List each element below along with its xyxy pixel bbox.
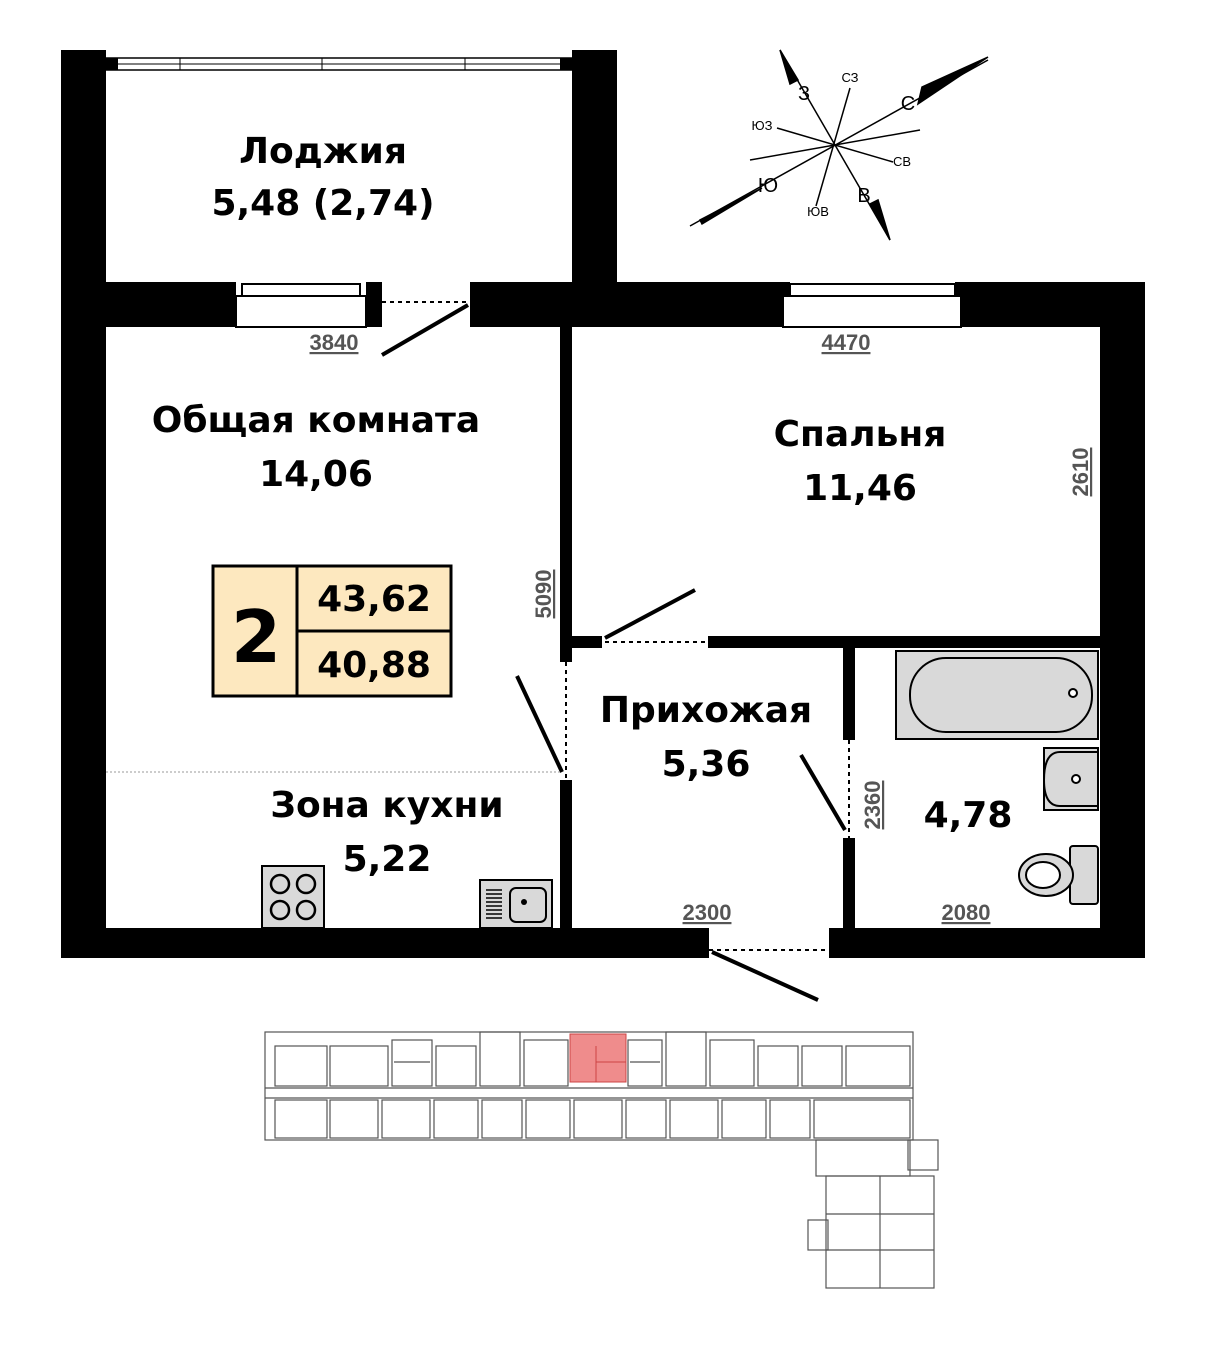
dim-bedroom-depth: 2610 bbox=[1068, 448, 1093, 497]
window-living bbox=[235, 283, 367, 328]
hallway-area: 5,36 bbox=[662, 744, 751, 785]
compass-e: В bbox=[857, 185, 870, 207]
compass-n: С bbox=[901, 93, 915, 115]
living-room-area: 14,06 bbox=[259, 454, 373, 495]
living-room-name: Общая комната bbox=[152, 400, 480, 441]
loggia-area: 5,48 (2,74) bbox=[211, 183, 434, 224]
kitchen-zone-name: Зона кухни bbox=[270, 785, 503, 826]
walls bbox=[61, 50, 1145, 958]
dimension-labels: 3840 4470 2300 2080 2610 5090 2360 bbox=[310, 330, 1093, 925]
bathtub-icon bbox=[895, 650, 1099, 740]
total-area: 43,62 bbox=[317, 579, 431, 620]
bedroom-name: Спальня bbox=[774, 414, 947, 455]
loggia-glazing bbox=[105, 57, 573, 71]
bathroom-area: 4,78 bbox=[924, 795, 1013, 836]
kitchen-zone-area: 5,22 bbox=[343, 839, 432, 880]
compass-ne: СВ bbox=[893, 154, 911, 169]
room-count: 2 bbox=[231, 595, 281, 679]
compass-rose bbox=[689, 49, 989, 241]
stove-icon bbox=[261, 865, 325, 929]
compass-w: З bbox=[798, 83, 810, 105]
dim-bedroom-width: 4470 bbox=[822, 330, 871, 355]
building-key-plan bbox=[264, 1031, 939, 1289]
compass-sw: ЮЗ bbox=[752, 118, 773, 133]
compass-s: Ю bbox=[758, 175, 778, 197]
loggia-name: Лоджия bbox=[239, 131, 407, 172]
bedroom-area: 11,46 bbox=[803, 468, 917, 509]
living-area: 40,88 bbox=[317, 645, 431, 686]
toilet-icon bbox=[1018, 845, 1099, 905]
dim-living-width: 3840 bbox=[310, 330, 359, 355]
dim-living-depth: 5090 bbox=[531, 570, 556, 619]
doors bbox=[380, 301, 850, 1002]
compass-nw: СЗ bbox=[841, 70, 858, 85]
kitchen-sink-icon bbox=[479, 879, 553, 929]
dim-bath-width: 2080 bbox=[942, 900, 991, 925]
dim-bath-depth: 2360 bbox=[860, 781, 885, 830]
dim-hallway-width: 2300 bbox=[683, 900, 732, 925]
window-bedroom bbox=[782, 283, 962, 328]
washbasin-icon bbox=[1042, 747, 1099, 811]
selected-apartment-highlight bbox=[569, 1033, 627, 1083]
compass-se: ЮВ bbox=[807, 204, 829, 219]
apartment-badge: 2 43,62 40,88 bbox=[211, 564, 453, 698]
hallway-name: Прихожая bbox=[600, 690, 812, 731]
